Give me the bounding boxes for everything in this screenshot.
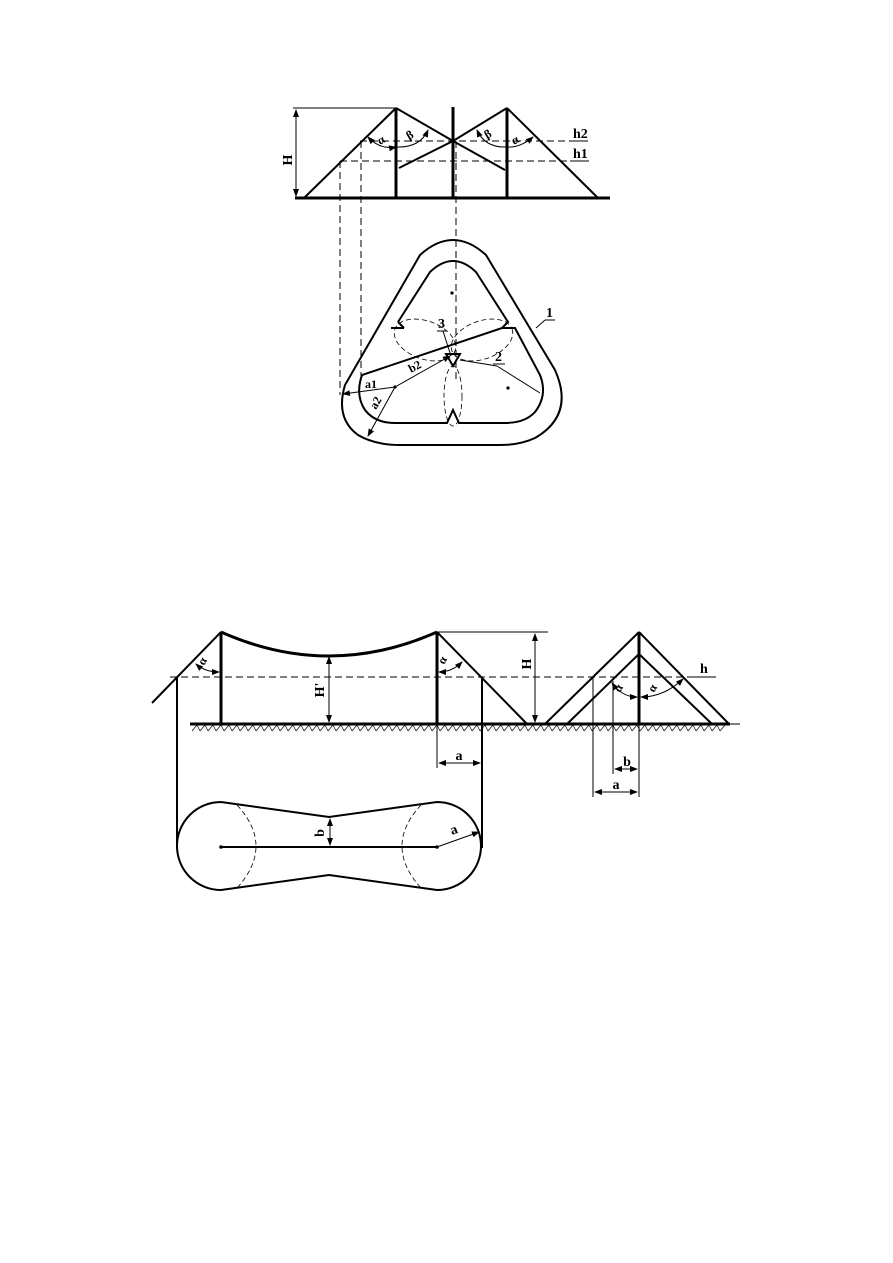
h-label: h (700, 662, 708, 677)
outer-contour (341, 239, 563, 446)
h1-label: h1 (573, 147, 588, 162)
bottom-right-elevation-figure: h α α b a (544, 631, 730, 797)
beta-arc-right (476, 129, 508, 148)
left-slope (303, 107, 397, 199)
b-label: b (623, 755, 631, 770)
overlap-circle-left (393, 318, 457, 362)
triangular-plan-figure: a1 a2 b2 2 3 1 (341, 239, 563, 446)
beta-arc-left (395, 129, 429, 148)
a2-dimension (367, 386, 396, 437)
right-slope-extension (398, 140, 454, 169)
a1-label: a1 (365, 377, 377, 391)
b2-label: b2 (406, 357, 424, 375)
left-slope-extension (452, 140, 506, 171)
a1-dimension (342, 386, 396, 397)
sagging-cable (220, 630, 438, 658)
height-label: H (520, 658, 535, 669)
oval-plan-figure: b a (176, 800, 482, 892)
beta-label-left: β (404, 127, 416, 142)
ground-hatching (191, 724, 726, 732)
oval-outline (176, 800, 482, 892)
h-prime-label: H' (313, 683, 328, 698)
alpha-label-left: α (194, 654, 210, 667)
callout-2-label: 2 (495, 350, 502, 365)
center-marker (444, 353, 462, 368)
a-label: a (613, 778, 620, 793)
height-label: H (281, 154, 296, 165)
a-label: a (456, 749, 463, 764)
alpha-arc-right (640, 678, 684, 700)
h2-label: h2 (573, 127, 588, 142)
inner-bottom-lobe (358, 327, 545, 424)
right-slope (506, 107, 599, 199)
b2-dimension (394, 355, 451, 388)
a2-label: a2 (366, 394, 384, 411)
alpha-arc-right (506, 136, 534, 148)
left-slope-down (395, 107, 454, 142)
a-label: a (448, 822, 460, 838)
right-slope-down (452, 107, 508, 142)
overlap-circle-bottom (443, 365, 463, 427)
outer-right-slope (638, 631, 730, 725)
top-elevation-figure: H h2 h1 α β β α (281, 107, 610, 395)
callout-1-label: 1 (546, 306, 553, 321)
alpha-arc-left (367, 136, 397, 152)
alpha-arc-right (438, 661, 463, 675)
alpha-label-left: α (375, 132, 388, 148)
dashed-circle-left (236, 804, 257, 889)
callout-3-label: 3 (438, 317, 445, 332)
b-label: b (313, 829, 328, 837)
overlap-circle-right (450, 318, 514, 362)
center-point-right (506, 386, 510, 390)
center-point-top (450, 291, 454, 295)
alpha-arc-left (195, 663, 220, 675)
alpha-label-right: α (644, 681, 660, 694)
inner-left-slope (566, 653, 640, 725)
inner-top-lobe (397, 260, 510, 329)
center-point-left (219, 845, 223, 849)
bottom-left-elevation-figure: H' H α α a (151, 630, 740, 848)
a-dimension (436, 831, 480, 848)
dashed-circle-right (401, 804, 422, 889)
outer-left-slope (544, 631, 640, 725)
alpha-arc-left (611, 682, 638, 700)
left-guy-slope (151, 631, 222, 704)
